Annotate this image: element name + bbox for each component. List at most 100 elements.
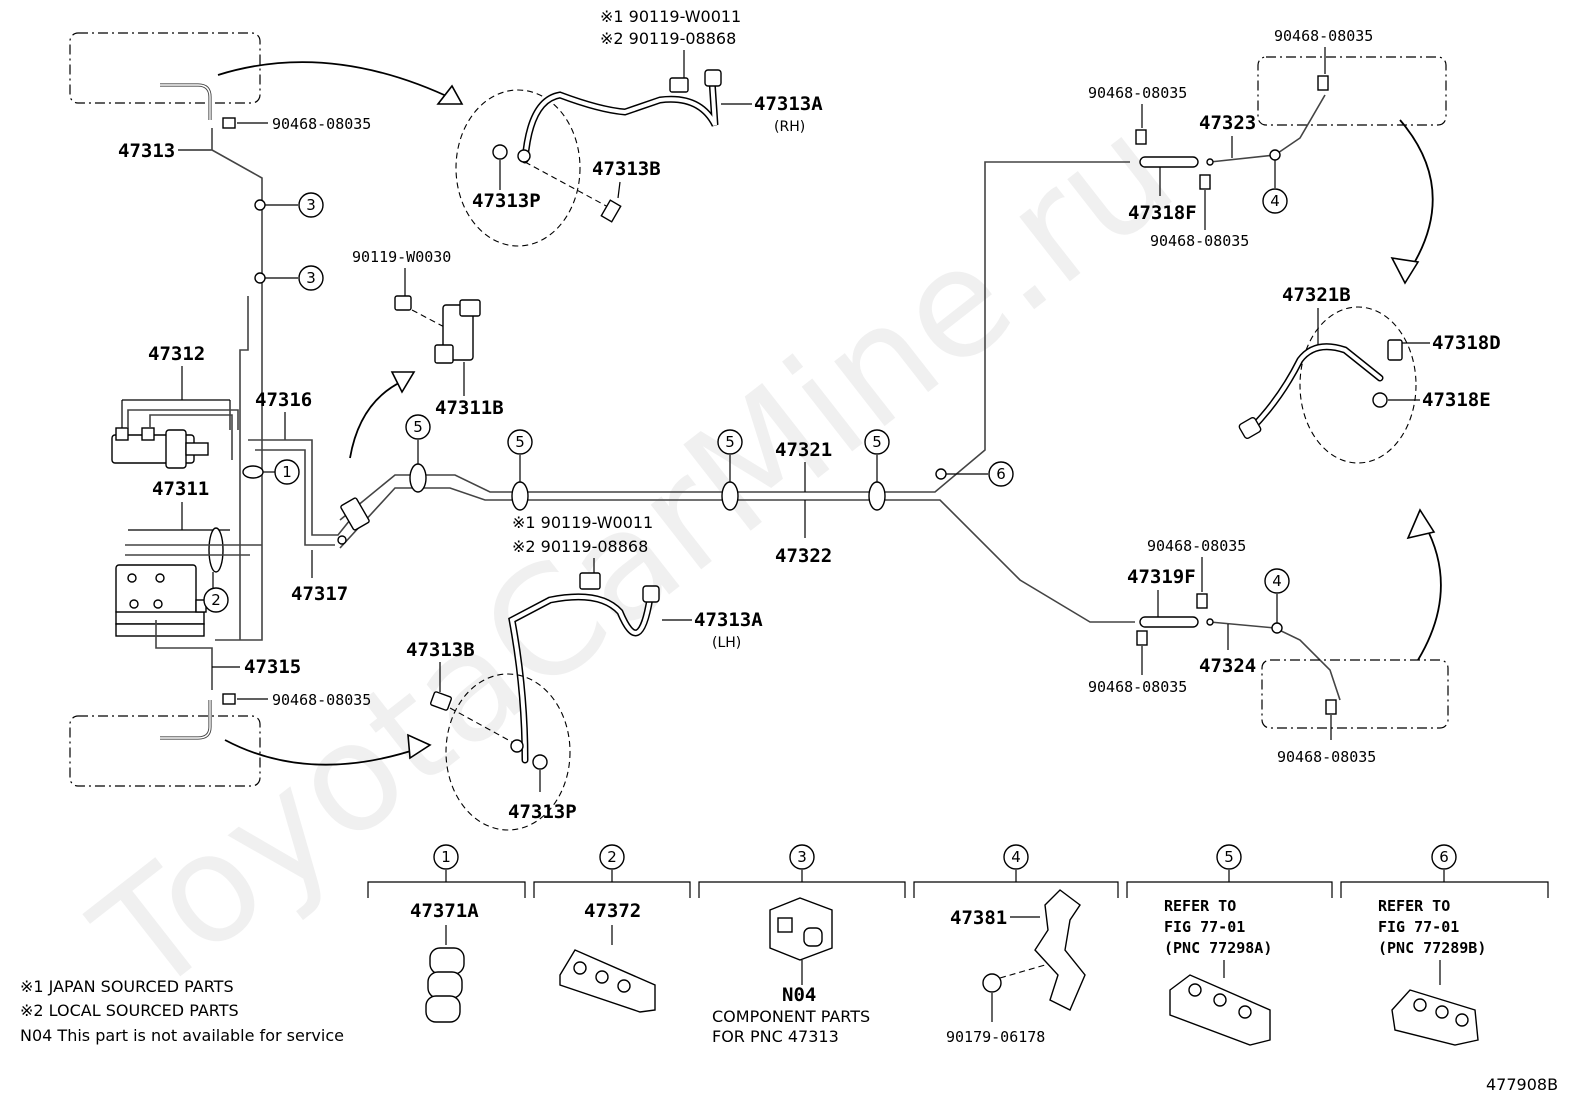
gasket-icon xyxy=(1372,392,1388,408)
label-47311: 47311 xyxy=(152,478,209,500)
footnote-n04: N04 This part is not available for servi… xyxy=(20,1026,344,1045)
brake-tube-47324 xyxy=(1209,621,1341,701)
label-47313B-bot: 47313B xyxy=(406,639,475,661)
front-wheel-area-rh xyxy=(69,32,261,104)
arrow-to-hose-lh xyxy=(224,739,421,766)
bracket-47311B xyxy=(434,299,481,364)
label-47321: 47321 xyxy=(775,439,832,461)
label-47316: 47316 xyxy=(255,389,312,411)
legend-ref1-6: REFER TO xyxy=(1378,897,1450,915)
legend-desc-2: FOR PNC 47313 xyxy=(712,1027,839,1046)
bolt-icon xyxy=(600,199,622,223)
hose-detail-lh xyxy=(445,673,571,831)
svg-text:2: 2 xyxy=(607,848,617,866)
label-47313: 47313 xyxy=(118,140,175,162)
svg-text:1: 1 xyxy=(282,463,292,481)
clamp-47372-icon xyxy=(559,949,656,1013)
legend-ref1-5: REFER TO xyxy=(1164,897,1236,915)
callout-5: 5 xyxy=(864,429,890,455)
callout-4: 4 xyxy=(1264,568,1290,594)
rear-wheel-area-lh xyxy=(1261,659,1449,729)
svg-text:4: 4 xyxy=(1270,192,1280,210)
legend-num-4: 4 xyxy=(1003,844,1029,870)
hose-47318F xyxy=(1139,156,1199,168)
arrow-to-rear-lh xyxy=(1417,524,1442,661)
label-47317: 47317 xyxy=(291,583,348,605)
footnote-japan: ※1 JAPAN SOURCED PARTS xyxy=(20,977,234,996)
clip-icon xyxy=(222,117,236,129)
label-47321B: 47321B xyxy=(1282,284,1351,306)
legend-part-90179-06178: 90179-06178 xyxy=(946,1028,1045,1046)
clip-icon xyxy=(1199,174,1211,190)
svg-text:4: 4 xyxy=(1272,572,1282,590)
front-wheel-area-lh xyxy=(69,715,261,787)
note2-mid: ※2 90119-08868 xyxy=(512,537,648,556)
svg-text:5: 5 xyxy=(725,433,735,451)
clamp-77298A-icon xyxy=(1169,974,1271,1046)
callout-4: 4 xyxy=(1262,188,1288,214)
svg-text:3: 3 xyxy=(306,196,316,214)
note2-top: ※2 90119-08868 xyxy=(600,29,736,48)
label-47318D: 47318D xyxy=(1432,332,1501,354)
brake-tube-47313 xyxy=(211,128,263,641)
arrow-to-hose-rh xyxy=(217,61,456,101)
gasket-icon xyxy=(492,144,508,160)
label-90468-tr-below: 90468-08035 xyxy=(1150,232,1249,250)
hose-detail-rear xyxy=(1299,306,1417,464)
callout-1: 1 xyxy=(274,459,300,485)
label-47313A-rh: 47313A xyxy=(754,93,823,115)
callout-5: 5 xyxy=(507,429,533,455)
legend-num-5: 5 xyxy=(1216,844,1242,870)
clamp-6 xyxy=(935,468,947,480)
union-bolt-icon xyxy=(579,572,601,590)
clamp-77289B-icon xyxy=(1391,989,1479,1046)
brake-tube-47323 xyxy=(1209,94,1326,163)
legend-part-47381: 47381 xyxy=(950,907,1007,929)
watermark: ToyotaCarMine.ru xyxy=(64,84,1205,1028)
footnote-local: ※2 LOCAL SOURCED PARTS xyxy=(20,1001,239,1020)
master-cylinder xyxy=(111,409,239,469)
svg-text:4: 4 xyxy=(1011,848,1021,866)
label-90468-tr-left: 90468-08035 xyxy=(1088,84,1187,102)
callout-2: 2 xyxy=(203,587,229,613)
clip-47381-icon xyxy=(1034,889,1086,1011)
label-47318E: 47318E xyxy=(1422,389,1491,411)
union-bolt-icon xyxy=(1387,339,1403,361)
label-90468-08035-b: 90468-08035 xyxy=(272,691,371,709)
legend-ref2-6: FIG 77-01 xyxy=(1378,918,1459,936)
bolt-icon xyxy=(394,295,412,311)
svg-text:5: 5 xyxy=(515,433,525,451)
brake-tube-47315 xyxy=(155,620,213,690)
label-47313P-bot: 47313P xyxy=(508,801,577,823)
arrow-to-bracket xyxy=(349,379,406,459)
label-47318F: 47318F xyxy=(1128,202,1197,224)
svg-text:5: 5 xyxy=(1224,848,1234,866)
union-bolt-icon xyxy=(669,77,689,93)
legend-brackets xyxy=(367,870,1549,898)
legend-num-6: 6 xyxy=(1431,844,1457,870)
legend-desc-1: COMPONENT PARTS xyxy=(712,1007,870,1026)
label-47322: 47322 xyxy=(775,545,832,567)
label-lh: (LH) xyxy=(712,635,741,651)
label-90468-br-top: 90468-08035 xyxy=(1147,537,1246,555)
label-47313B-top: 47313B xyxy=(592,158,661,180)
clip-icon xyxy=(1135,129,1147,145)
flexible-hose-47321B xyxy=(1246,343,1384,434)
label-90468-br-bottom: 90468-08035 xyxy=(1277,748,1376,766)
hose-47319F xyxy=(1139,616,1199,628)
label-90468-tr-top: 90468-08035 xyxy=(1274,27,1373,45)
brake-tube-47321 xyxy=(339,161,1130,521)
legend-part-47372: 47372 xyxy=(584,900,641,922)
label-47313P-top: 47313P xyxy=(472,190,541,212)
label-47319F: 47319F xyxy=(1127,566,1196,588)
legend-part-47371A: 47371A xyxy=(410,900,479,922)
callout-5: 5 xyxy=(405,414,431,440)
clip-icon xyxy=(1325,699,1337,715)
clip-icon xyxy=(1136,630,1148,646)
legend-num-1: 1 xyxy=(433,844,459,870)
callout-3: 3 xyxy=(298,265,324,291)
svg-text:5: 5 xyxy=(413,418,423,436)
legend-ref3-5: (PNC 77298A) xyxy=(1164,939,1272,957)
label-90468-br-left: 90468-08035 xyxy=(1088,678,1187,696)
